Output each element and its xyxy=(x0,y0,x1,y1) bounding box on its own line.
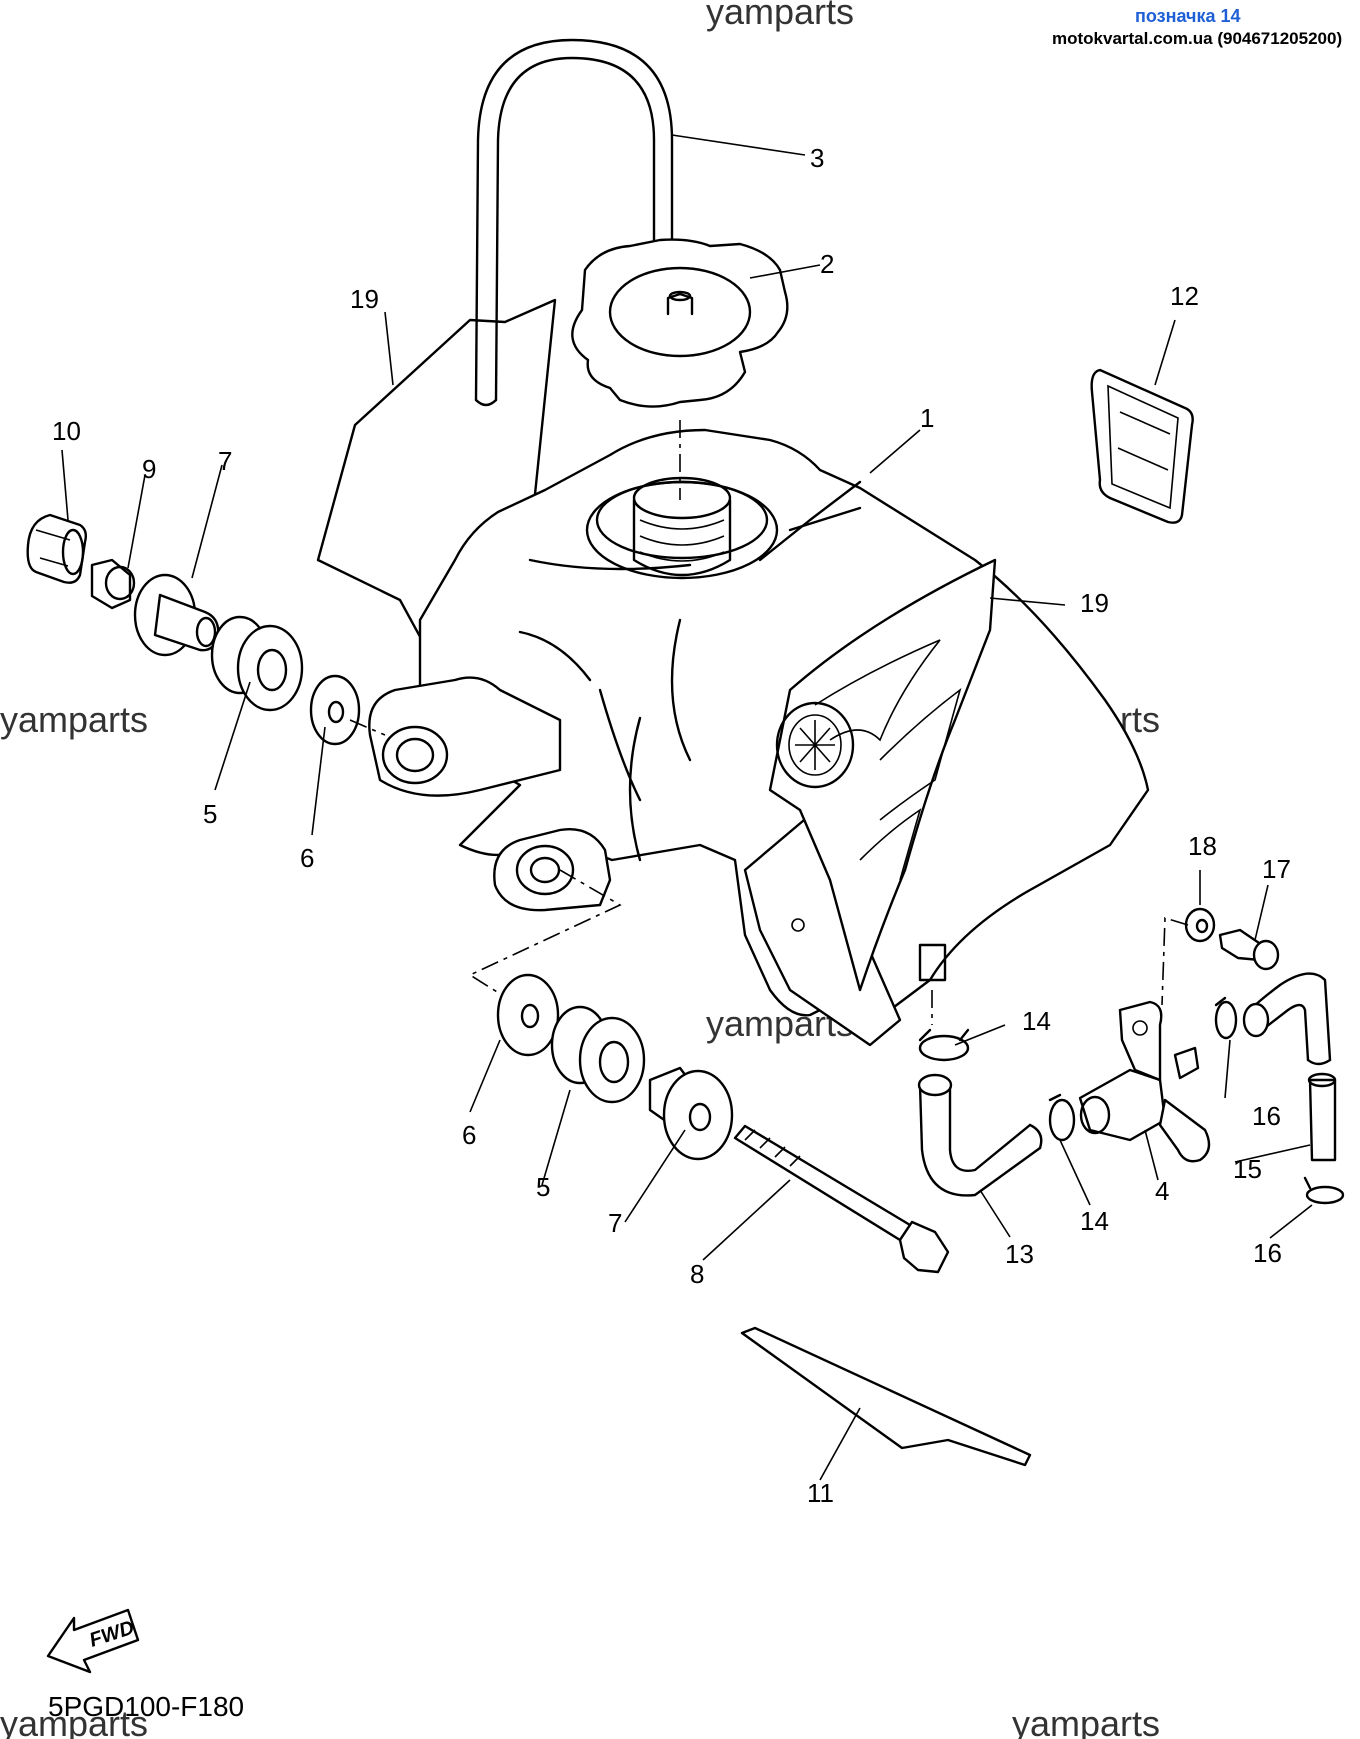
part-17-screw xyxy=(1218,928,1280,971)
header-shop: motokvartal.com.ua (904671205200) xyxy=(1052,29,1342,48)
watermark: yamparts xyxy=(706,0,854,32)
part-16-clip-upper xyxy=(1214,996,1238,1040)
leader-lines xyxy=(61,134,1313,1481)
part-8-bolt xyxy=(733,1124,950,1274)
part-5-grommet-upper xyxy=(210,615,304,712)
part-10-cap-nut xyxy=(26,513,88,584)
tank-fitting xyxy=(918,943,947,1025)
callout-19-right: 19 xyxy=(1080,588,1109,618)
callout-10: 10 xyxy=(52,416,81,446)
callout-16-lower: 16 xyxy=(1253,1238,1282,1268)
part-13-fuel-hose xyxy=(917,1073,1043,1197)
callout-6-upper: 6 xyxy=(300,843,314,873)
fwd-arrow-icon: FWD xyxy=(46,1608,140,1674)
watermark: yamparts xyxy=(0,1703,148,1739)
callout-6-lower: 6 xyxy=(462,1120,476,1150)
callout-3: 3 xyxy=(810,143,824,173)
callout-labels: 3 2 19 12 1 10 9 7 19 5 6 18 17 14 16 6 … xyxy=(52,143,1291,1508)
watermark: yamparts xyxy=(0,699,148,740)
callout-1: 1 xyxy=(920,403,934,433)
part-7-collar-upper xyxy=(133,573,220,657)
callout-12: 12 xyxy=(1170,281,1199,311)
assembly-line-lower xyxy=(468,869,622,1001)
callout-5-upper: 5 xyxy=(203,799,217,829)
callout-11: 11 xyxy=(807,1478,834,1508)
callout-8: 8 xyxy=(690,1259,704,1289)
callout-13: 13 xyxy=(1005,1239,1034,1269)
part-2-fuel-cap xyxy=(571,238,789,408)
part-5-grommet-lower xyxy=(550,1005,646,1104)
assembly-line-cock xyxy=(1161,916,1189,1006)
callout-7-upper: 7 xyxy=(218,446,232,476)
callout-15: 15 xyxy=(1233,1154,1262,1184)
callout-18: 18 xyxy=(1188,831,1217,861)
callout-5-lower: 5 xyxy=(536,1172,550,1202)
part-6-washer-lower xyxy=(496,973,560,1057)
callout-19-left: 19 xyxy=(350,284,379,314)
part-9-nut xyxy=(90,558,136,610)
callout-9: 9 xyxy=(142,454,156,484)
part-15-hose xyxy=(1242,972,1337,1162)
part-4-fuel-cock xyxy=(1078,1000,1211,1163)
callout-17: 17 xyxy=(1262,854,1291,884)
callout-16-upper: 16 xyxy=(1252,1101,1281,1131)
part-11-plate xyxy=(740,1326,1032,1467)
assembly-line-upper xyxy=(349,719,386,736)
part-18-washer xyxy=(1184,907,1216,943)
part-14-clip-lower xyxy=(1048,1093,1076,1142)
callout-14-lower: 14 xyxy=(1080,1206,1109,1236)
callout-14-upper: 14 xyxy=(1022,1006,1051,1036)
part-6-washer-upper xyxy=(309,674,361,746)
header-title: позначка 14 xyxy=(1135,6,1241,26)
part-1-fuel-tank xyxy=(368,428,1150,1047)
callout-4: 4 xyxy=(1155,1176,1169,1206)
diagram-code: 5PGD100-F180 xyxy=(48,1691,244,1722)
part-7-collar-lower xyxy=(648,1066,734,1161)
part-19-right-graphic xyxy=(768,558,997,992)
callout-7-lower: 7 xyxy=(608,1208,622,1238)
part-16-clip-lower xyxy=(1303,1176,1345,1205)
callout-2: 2 xyxy=(820,249,834,279)
part-12-pad xyxy=(1090,368,1194,524)
part-14-clip-upper xyxy=(918,1028,970,1062)
watermark: yamparts xyxy=(1012,1703,1160,1739)
